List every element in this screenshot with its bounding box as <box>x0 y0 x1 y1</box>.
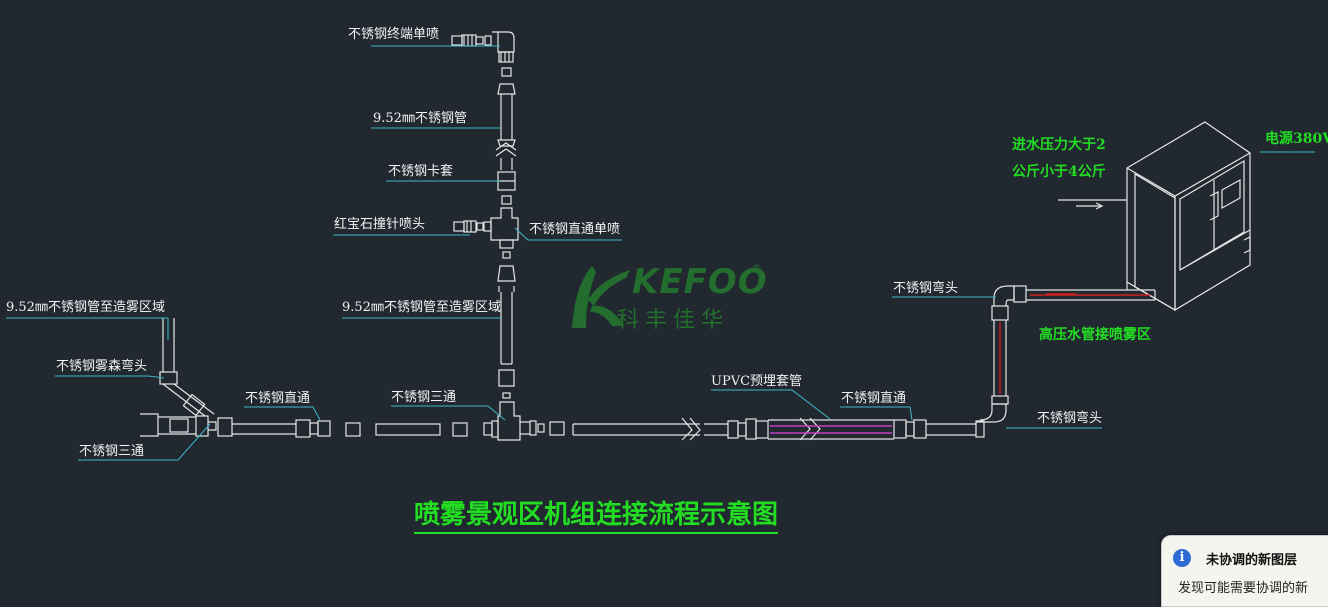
diagram-title: 喷雾景观区机组连接流程示意图 <box>414 498 779 534</box>
logo-wordmark: KEFOO <box>632 262 768 302</box>
control-cabinet <box>1126 121 1251 312</box>
label-end-nozzle: 不锈钢终端单喷 <box>348 27 440 42</box>
label-tee-mid: 不锈钢三通 <box>391 390 457 405</box>
diagram-canvas <box>6 31 1315 461</box>
ruby-nozzle-tee-assembly <box>453 207 519 259</box>
label-ruby-nozzle: 红宝石撞针喷头 <box>334 217 426 232</box>
label-elbow-upper: 不锈钢弯头 <box>893 281 959 296</box>
notification-balloon[interactable]: i 未协调的新图层 发现可能需要协调的新 <box>1161 535 1328 607</box>
label-tee-left: 不锈钢三通 <box>79 444 145 459</box>
main-tee-assembly <box>483 401 728 441</box>
logo-registered-mark: ® <box>751 262 762 275</box>
leader-pipe-left <box>6 317 169 340</box>
label-pipe-top: 9.52㎜不锈钢管 <box>373 111 467 126</box>
upvc-sleeve-section <box>727 417 976 441</box>
leader-elbow-left <box>55 375 165 379</box>
label-pipe-left: 9.52㎜不锈钢管至造雾区域 <box>6 300 165 315</box>
top-pipe-segment <box>495 83 517 205</box>
leader-straight-1 <box>244 406 321 421</box>
inlet-arrow <box>1058 199 1127 210</box>
label-inlet-pressure-2: 公斤小于4公斤 <box>1012 164 1106 180</box>
label-hp-pipe: 高压水管接喷雾区 <box>1039 327 1151 343</box>
label-upvc: UPVC预埋套管 <box>711 374 803 389</box>
notification-title: 未协调的新图层 <box>1206 553 1298 568</box>
leader-straight-nozzle <box>514 227 622 241</box>
label-straight-nozzle: 不锈钢直通单喷 <box>529 222 621 237</box>
label-straight-2: 不锈钢直通 <box>841 391 907 406</box>
logo-chinese-name: 科丰佳华 <box>617 308 730 333</box>
notification-body: 发现可能需要协调的新 <box>1178 581 1309 596</box>
label-straight-1: 不锈钢直通 <box>245 391 311 406</box>
label-inlet-pressure-1: 进水压力大于2 <box>1012 137 1106 153</box>
right-riser-elbows <box>975 285 1156 438</box>
leader-straight-2 <box>840 406 913 421</box>
label-pipe-mid: 9.52㎜不锈钢管至造雾区域 <box>342 300 501 315</box>
label-power: 电源380V <box>1265 131 1328 147</box>
leader-upvc <box>711 389 831 420</box>
middle-pipe-segment <box>497 265 516 399</box>
end-nozzle-assembly <box>451 31 515 77</box>
label-elbow-lower: 不锈钢弯头 <box>1037 411 1103 426</box>
left-riser-and-elbow <box>140 318 233 437</box>
main-straight-pipe-left <box>232 419 468 438</box>
leader-tee-left <box>78 423 211 461</box>
kefoo-logo-mark <box>572 266 630 328</box>
leader-tee-mid <box>391 405 506 421</box>
info-icon: i <box>1173 549 1191 567</box>
label-elbow-left: 不锈钢雾森弯头 <box>56 359 148 374</box>
label-ferrule: 不锈钢卡套 <box>388 164 454 179</box>
